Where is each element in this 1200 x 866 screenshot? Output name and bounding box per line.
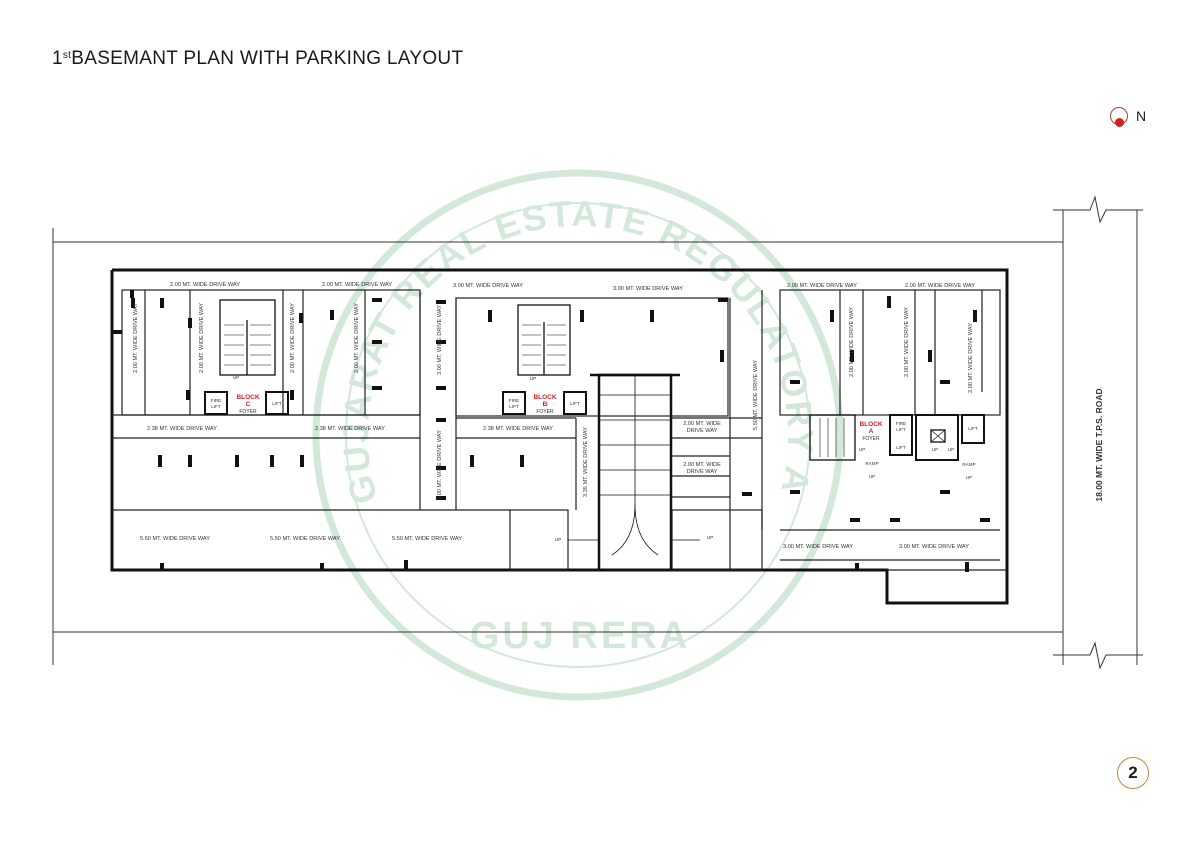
foyer-label: FOYER	[239, 409, 257, 415]
lift-label: LIFT	[570, 401, 580, 406]
central-ramp-labels: UP UP	[555, 535, 714, 543]
block-label: BLOCK	[533, 394, 556, 401]
stair-up-label: UP	[948, 447, 954, 452]
fire-lift-label: LIFT	[896, 427, 906, 432]
drive-way-label: 2.00 MT. WIDE DRIVE WAY	[322, 282, 392, 288]
stair-up-label: UP	[530, 376, 536, 381]
parking-columns	[112, 290, 990, 572]
fire-lift-label: FIRE	[509, 398, 519, 403]
interior-walls	[112, 289, 1007, 571]
drive-way-label: 2.00 MT. WIDE DRIVE WAY	[904, 307, 910, 377]
stair-up-label: UP	[233, 375, 239, 380]
drive-way-label: 2.38 MT. WIDE DRIVE WAY	[147, 426, 217, 432]
drive-way-label: 2.00 MT. WIDE DRIVE WAY	[968, 323, 974, 393]
ramp-up-label: UP	[555, 537, 562, 543]
drive-way-label: 3.00 MT. WIDE DRIVE WAY	[437, 430, 443, 500]
drive-way-label: 2.38 MT. WIDE DRIVE WAY	[315, 426, 385, 432]
basement-outer-wall	[110, 268, 1009, 605]
ramp-up-label: UP	[966, 475, 972, 480]
drive-way-label: 2.00 MT. WIDE DRIVE WAY	[905, 283, 975, 289]
foyer-label: FOYER	[862, 436, 880, 442]
lift-label: LIFT	[896, 445, 906, 450]
drive-way-label: 2.00 MT. WIDE DRIVE WAY	[354, 303, 360, 373]
block-letter: C	[246, 401, 251, 408]
drive-way-label: 3.00 MT. WIDE DRIVE WAY	[613, 286, 683, 292]
road-label: 18.00 MT. WIDE T.P.S. ROAD	[1094, 388, 1104, 501]
drive-way-label: 3.00 MT. WIDE DRIVE WAY	[453, 283, 523, 289]
drive-way-label: 2.00 MT. WIDE DRIVE WAY	[787, 283, 857, 289]
fire-lift-label: FIRE	[211, 398, 221, 403]
block-letter: B	[543, 401, 548, 408]
ramp-label: RAMP	[865, 461, 878, 466]
stair-core-b	[502, 304, 587, 415]
stair-core-c	[204, 299, 289, 415]
foyer-label: FOYER	[536, 409, 554, 415]
block-b-labels: BLOCK B FOYER FIRE LIFT LIFT UP	[509, 376, 580, 415]
drive-way-label: 3.00 MT. WIDE DRIVE WAY	[899, 544, 969, 550]
central-ramp	[568, 373, 700, 572]
stair-up-label: UP	[859, 447, 865, 452]
north-label: N	[1136, 108, 1147, 124]
drive-way-label: 2.00 MT. WIDE DRIVE WAY	[290, 303, 296, 373]
ramp-label: RAMP	[962, 462, 975, 467]
block-label: BLOCK	[236, 394, 259, 401]
drive-way-label: 2.00 MT. WIDE DRIVE WAY	[199, 303, 205, 373]
drive-way-label: 2.00 MT. WIDE	[683, 421, 721, 427]
drive-way-label: DRIVE WAY	[687, 469, 718, 475]
compass-dot-icon	[1115, 118, 1124, 127]
north-arrow: N	[1110, 105, 1150, 135]
road	[1053, 195, 1143, 670]
drive-way-label: DRIVE WAY	[687, 428, 718, 434]
lift-label: LIFT	[272, 401, 282, 406]
fire-lift-label: LIFT	[509, 404, 519, 409]
block-letter: A	[869, 428, 874, 435]
block-c-labels: BLOCK C FOYER FIRE LIFT LIFT UP	[211, 375, 282, 415]
drive-way-label: 2.00 MT. WIDE	[683, 462, 721, 468]
stair-up-label: UP	[932, 447, 938, 452]
drive-way-label: 2.00 MT. WIDE DRIVE WAY	[133, 303, 139, 373]
drive-way-label: 2.00 MT. WIDE DRIVE WAY	[849, 307, 855, 377]
drive-way-label: 3.00 MT. WIDE DRIVE WAY	[783, 544, 853, 550]
drive-way-label: 5.50 MT. WIDE DRIVE WAY	[392, 536, 462, 542]
stair-core-a	[809, 414, 985, 461]
drive-way-label: 5.50 MT. WIDE DRIVE WAY	[270, 536, 340, 542]
fire-lift-label: FIRE	[896, 421, 906, 426]
drive-way-label: 2.00 MT. WIDE DRIVE WAY	[170, 282, 240, 288]
page-number-badge: 2	[1117, 757, 1149, 789]
block-label: BLOCK	[859, 421, 882, 428]
drive-way-label: 5.50 MT. WIDE DRIVE WAY	[140, 536, 210, 542]
drive-way-label: 3.35 MT. WIDE DRIVE WAY	[583, 427, 589, 497]
fire-lift-label: LIFT	[211, 404, 221, 409]
block-a-labels: BLOCK A FOYER FIRE LIFT LIFT LIFT UP UP …	[859, 421, 978, 480]
plot-boundary	[52, 228, 1063, 665]
drive-way-label: 2.38 MT. WIDE DRIVE WAY	[483, 426, 553, 432]
ramp-up-label: UP	[707, 535, 714, 541]
ramp-up-label: UP	[869, 474, 875, 479]
watermark-bottom-text: GUJ RERA	[470, 615, 690, 657]
drive-way-labels-vertical: 2.00 MT. WIDE DRIVE WAY 2.00 MT. WIDE DR…	[133, 303, 974, 500]
page-title: 1stBASEMANT PLAN WITH PARKING LAYOUT	[52, 48, 464, 69]
lift-label: LIFT	[968, 426, 978, 431]
drive-way-label: 5.50 MT. WIDE DRIVE WAY	[753, 360, 759, 430]
drive-way-labels: 2.00 MT. WIDE DRIVE WAY 2.00 MT. WIDE DR…	[140, 282, 975, 550]
drive-way-label: 3.00 MT. WIDE DRIVE WAY	[437, 305, 443, 375]
